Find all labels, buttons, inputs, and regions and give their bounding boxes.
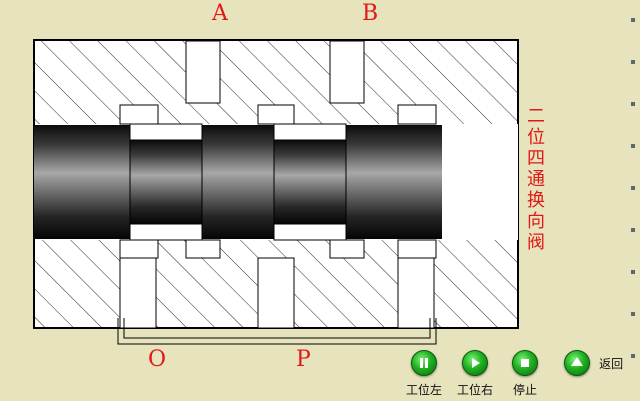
- valve-title-char: 换: [527, 190, 545, 211]
- valve-title-char: 通: [527, 169, 545, 190]
- position-left-button[interactable]: 工位左: [395, 350, 453, 398]
- position-right-label: 工位右: [456, 383, 493, 397]
- stop-label: 停止: [512, 383, 537, 397]
- upper-groove-3: [397, 104, 437, 125]
- spool-land-1: [34, 125, 130, 239]
- spool: [34, 125, 442, 239]
- stop-button[interactable]: 停止: [496, 350, 554, 398]
- port-p-channel: [257, 257, 295, 329]
- back-button[interactable]: 返回: [560, 350, 632, 376]
- port-o-label: O: [148, 347, 167, 372]
- port-o-channel: [119, 257, 157, 329]
- lower-groove-3: [329, 239, 365, 259]
- pause-icon[interactable]: [411, 350, 437, 376]
- upper-groove-1: [119, 104, 159, 125]
- spool-land-2: [202, 125, 274, 239]
- position-right-button[interactable]: 工位右: [446, 350, 504, 398]
- back-label: 返回: [599, 356, 624, 371]
- valve-title-char: 向: [527, 211, 545, 232]
- lower-groove-2: [185, 239, 221, 259]
- play-icon[interactable]: [462, 350, 488, 376]
- spool-neck-1: [130, 140, 202, 224]
- valve-title-char: 位: [527, 127, 545, 148]
- upper-groove-2: [257, 104, 295, 125]
- spool-land-3: [346, 125, 442, 239]
- bore-right-end: [442, 124, 518, 240]
- port-a-channel: [185, 40, 221, 104]
- valve-title-char: 二: [527, 106, 545, 127]
- port-a-label: A: [212, 1, 228, 26]
- stop-icon[interactable]: [512, 350, 538, 376]
- return-channel: [397, 257, 435, 329]
- port-p-label: P: [296, 347, 311, 372]
- valve-title: 二 位 四 通 换 向 阀: [524, 106, 548, 253]
- spool-neck-2: [274, 140, 346, 224]
- right-edge-strip: [626, 0, 640, 401]
- port-b-channel: [329, 40, 365, 104]
- up-arrow-icon[interactable]: [564, 350, 590, 376]
- port-b-label: B: [362, 1, 379, 26]
- lower-groove-1: [119, 239, 159, 259]
- valve-title-char: 阀: [527, 232, 545, 253]
- valve-title-char: 四: [527, 148, 545, 169]
- position-left-label: 工位左: [405, 383, 442, 397]
- lower-groove-4: [397, 239, 437, 259]
